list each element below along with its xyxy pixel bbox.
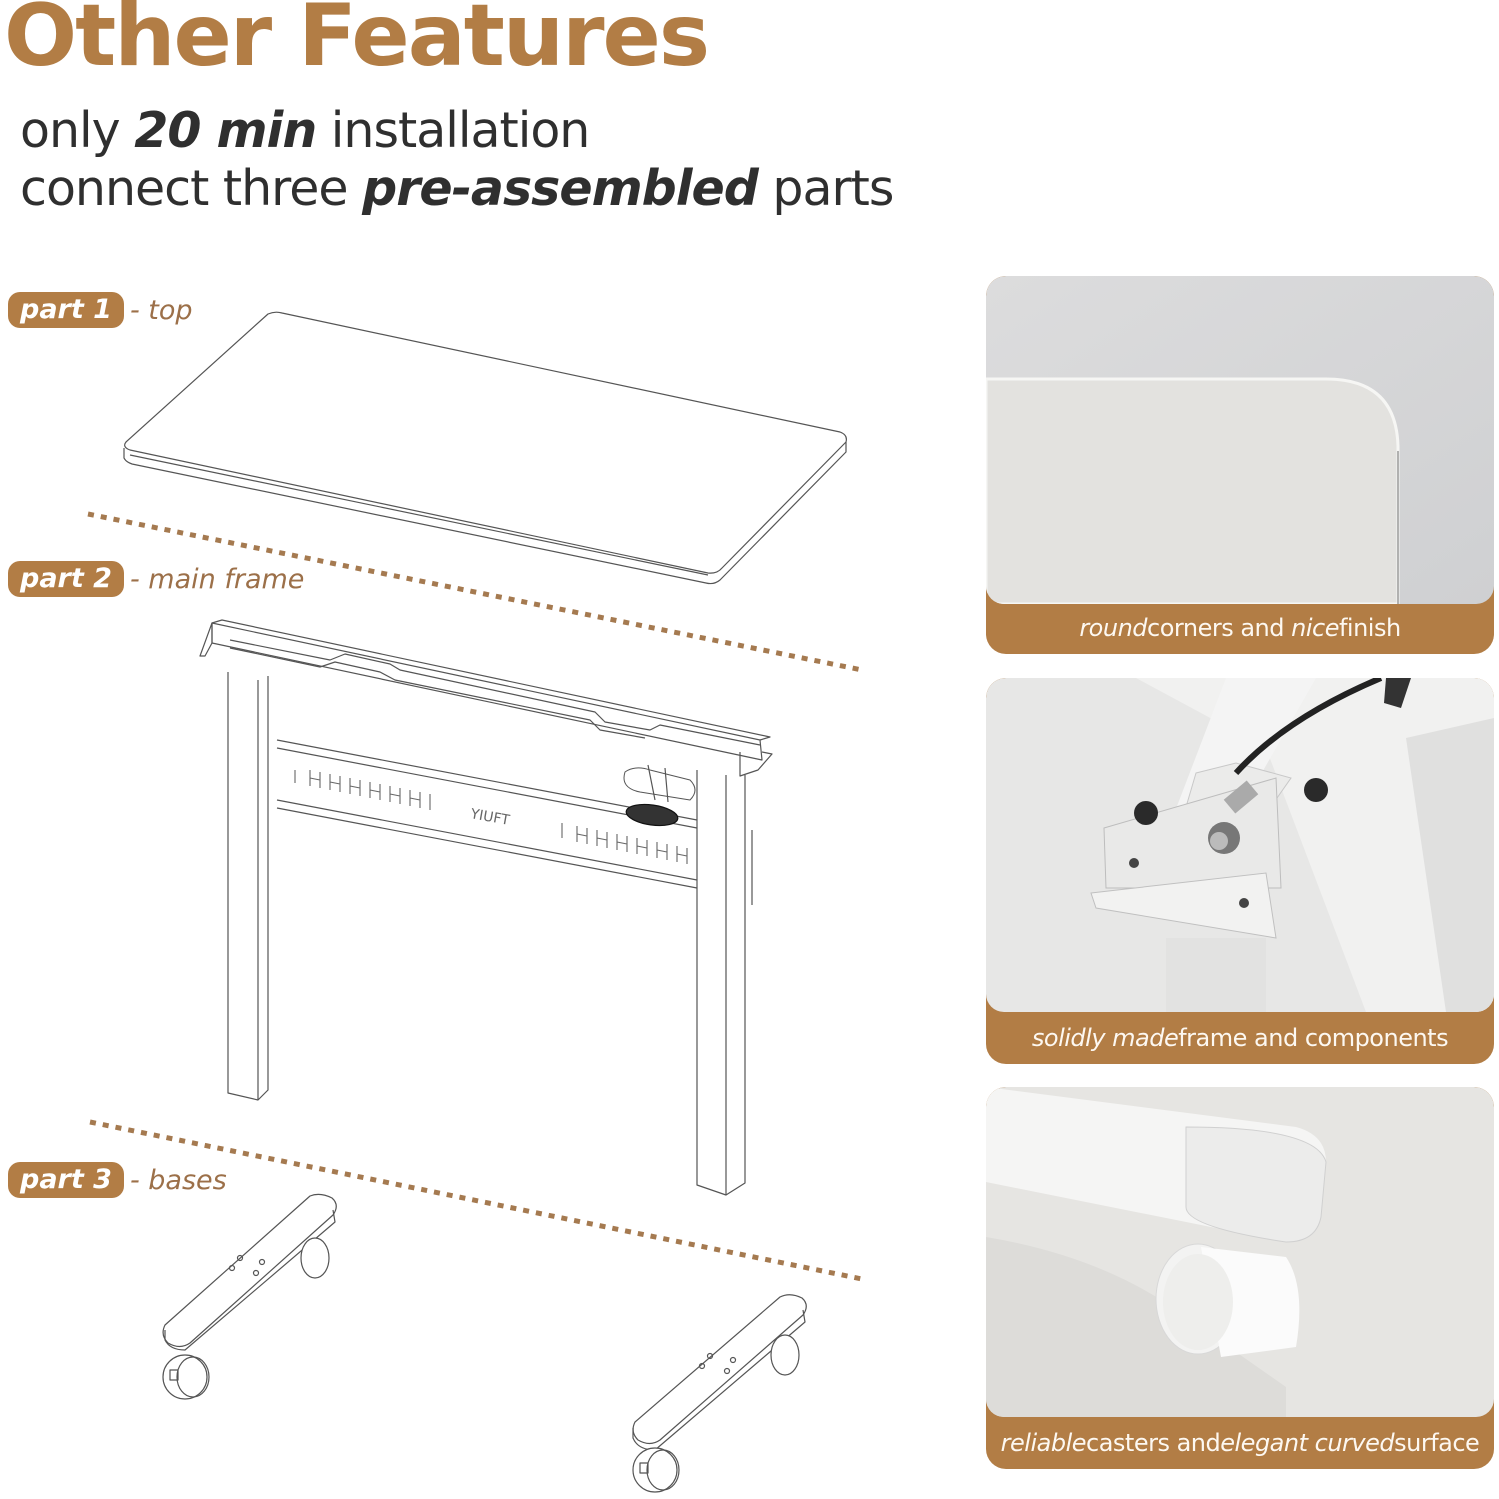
caption-text: frame and components — [1178, 1024, 1449, 1052]
part-badge: part 2 — [8, 561, 124, 597]
feature-card-casters: reliable casters and elegant curved surf… — [986, 1087, 1494, 1469]
photo-caster-detail — [986, 1087, 1494, 1417]
dotted-separators — [87, 511, 863, 1282]
part-description: - main frame — [129, 563, 305, 595]
tabletop-illustration — [123, 311, 847, 585]
frame-illustration — [199, 619, 773, 1196]
caption-emphasis: round — [1079, 614, 1148, 642]
caption-emphasis: solidly made — [1031, 1024, 1179, 1052]
caption-emphasis: elegant curved — [1220, 1429, 1395, 1457]
subtitle: only 20 min installation connect three p… — [20, 102, 894, 218]
base-illustration-right — [632, 1294, 807, 1493]
caption-emphasis: reliable — [1000, 1429, 1087, 1457]
caption-text: surface — [1394, 1429, 1480, 1457]
caption-text: finish — [1338, 614, 1401, 642]
subtitle-text: only — [20, 102, 135, 159]
subtitle-text: parts — [757, 160, 894, 217]
part-badge: part 1 — [8, 292, 124, 328]
caption-emphasis: nice — [1291, 614, 1339, 642]
part-description: - top — [129, 294, 193, 326]
subtitle-emphasis: 20 min — [134, 102, 317, 159]
subtitle-text: connect three — [20, 160, 363, 217]
part-label-1: part 1 - top — [8, 292, 193, 328]
card-caption: solidly made frame and components — [986, 1012, 1494, 1064]
part-label-3: part 3 - bases — [8, 1162, 227, 1198]
photo-desk-corner — [986, 276, 1494, 604]
part-label-2: part 2 - main frame — [8, 561, 304, 597]
feature-card-round-corners: round corners and nice finish — [986, 276, 1494, 654]
card-caption: round corners and nice finish — [986, 602, 1494, 654]
assembly-drawing: YIUFT — [87, 311, 863, 1493]
frame-logo: YIUFT — [468, 806, 511, 829]
feature-card-frame: solidly made frame and components — [986, 678, 1494, 1064]
subtitle-emphasis: pre-assembled — [362, 160, 759, 217]
frame-slots — [294, 770, 688, 864]
base-illustration-left — [162, 1193, 337, 1400]
photo-frame-detail — [986, 678, 1494, 1012]
card-caption: reliable casters and elegant curved surf… — [986, 1417, 1494, 1469]
part-description: - bases — [129, 1164, 227, 1196]
caption-text: corners and — [1147, 614, 1284, 642]
subtitle-line-2: connect three pre-assembled parts — [20, 160, 894, 218]
caption-text: casters and — [1086, 1429, 1221, 1457]
page-title: Other Features — [4, 0, 710, 86]
subtitle-line-1: only 20 min installation — [20, 102, 893, 160]
subtitle-text: installation — [316, 102, 591, 159]
part-badge: part 3 — [8, 1162, 124, 1198]
